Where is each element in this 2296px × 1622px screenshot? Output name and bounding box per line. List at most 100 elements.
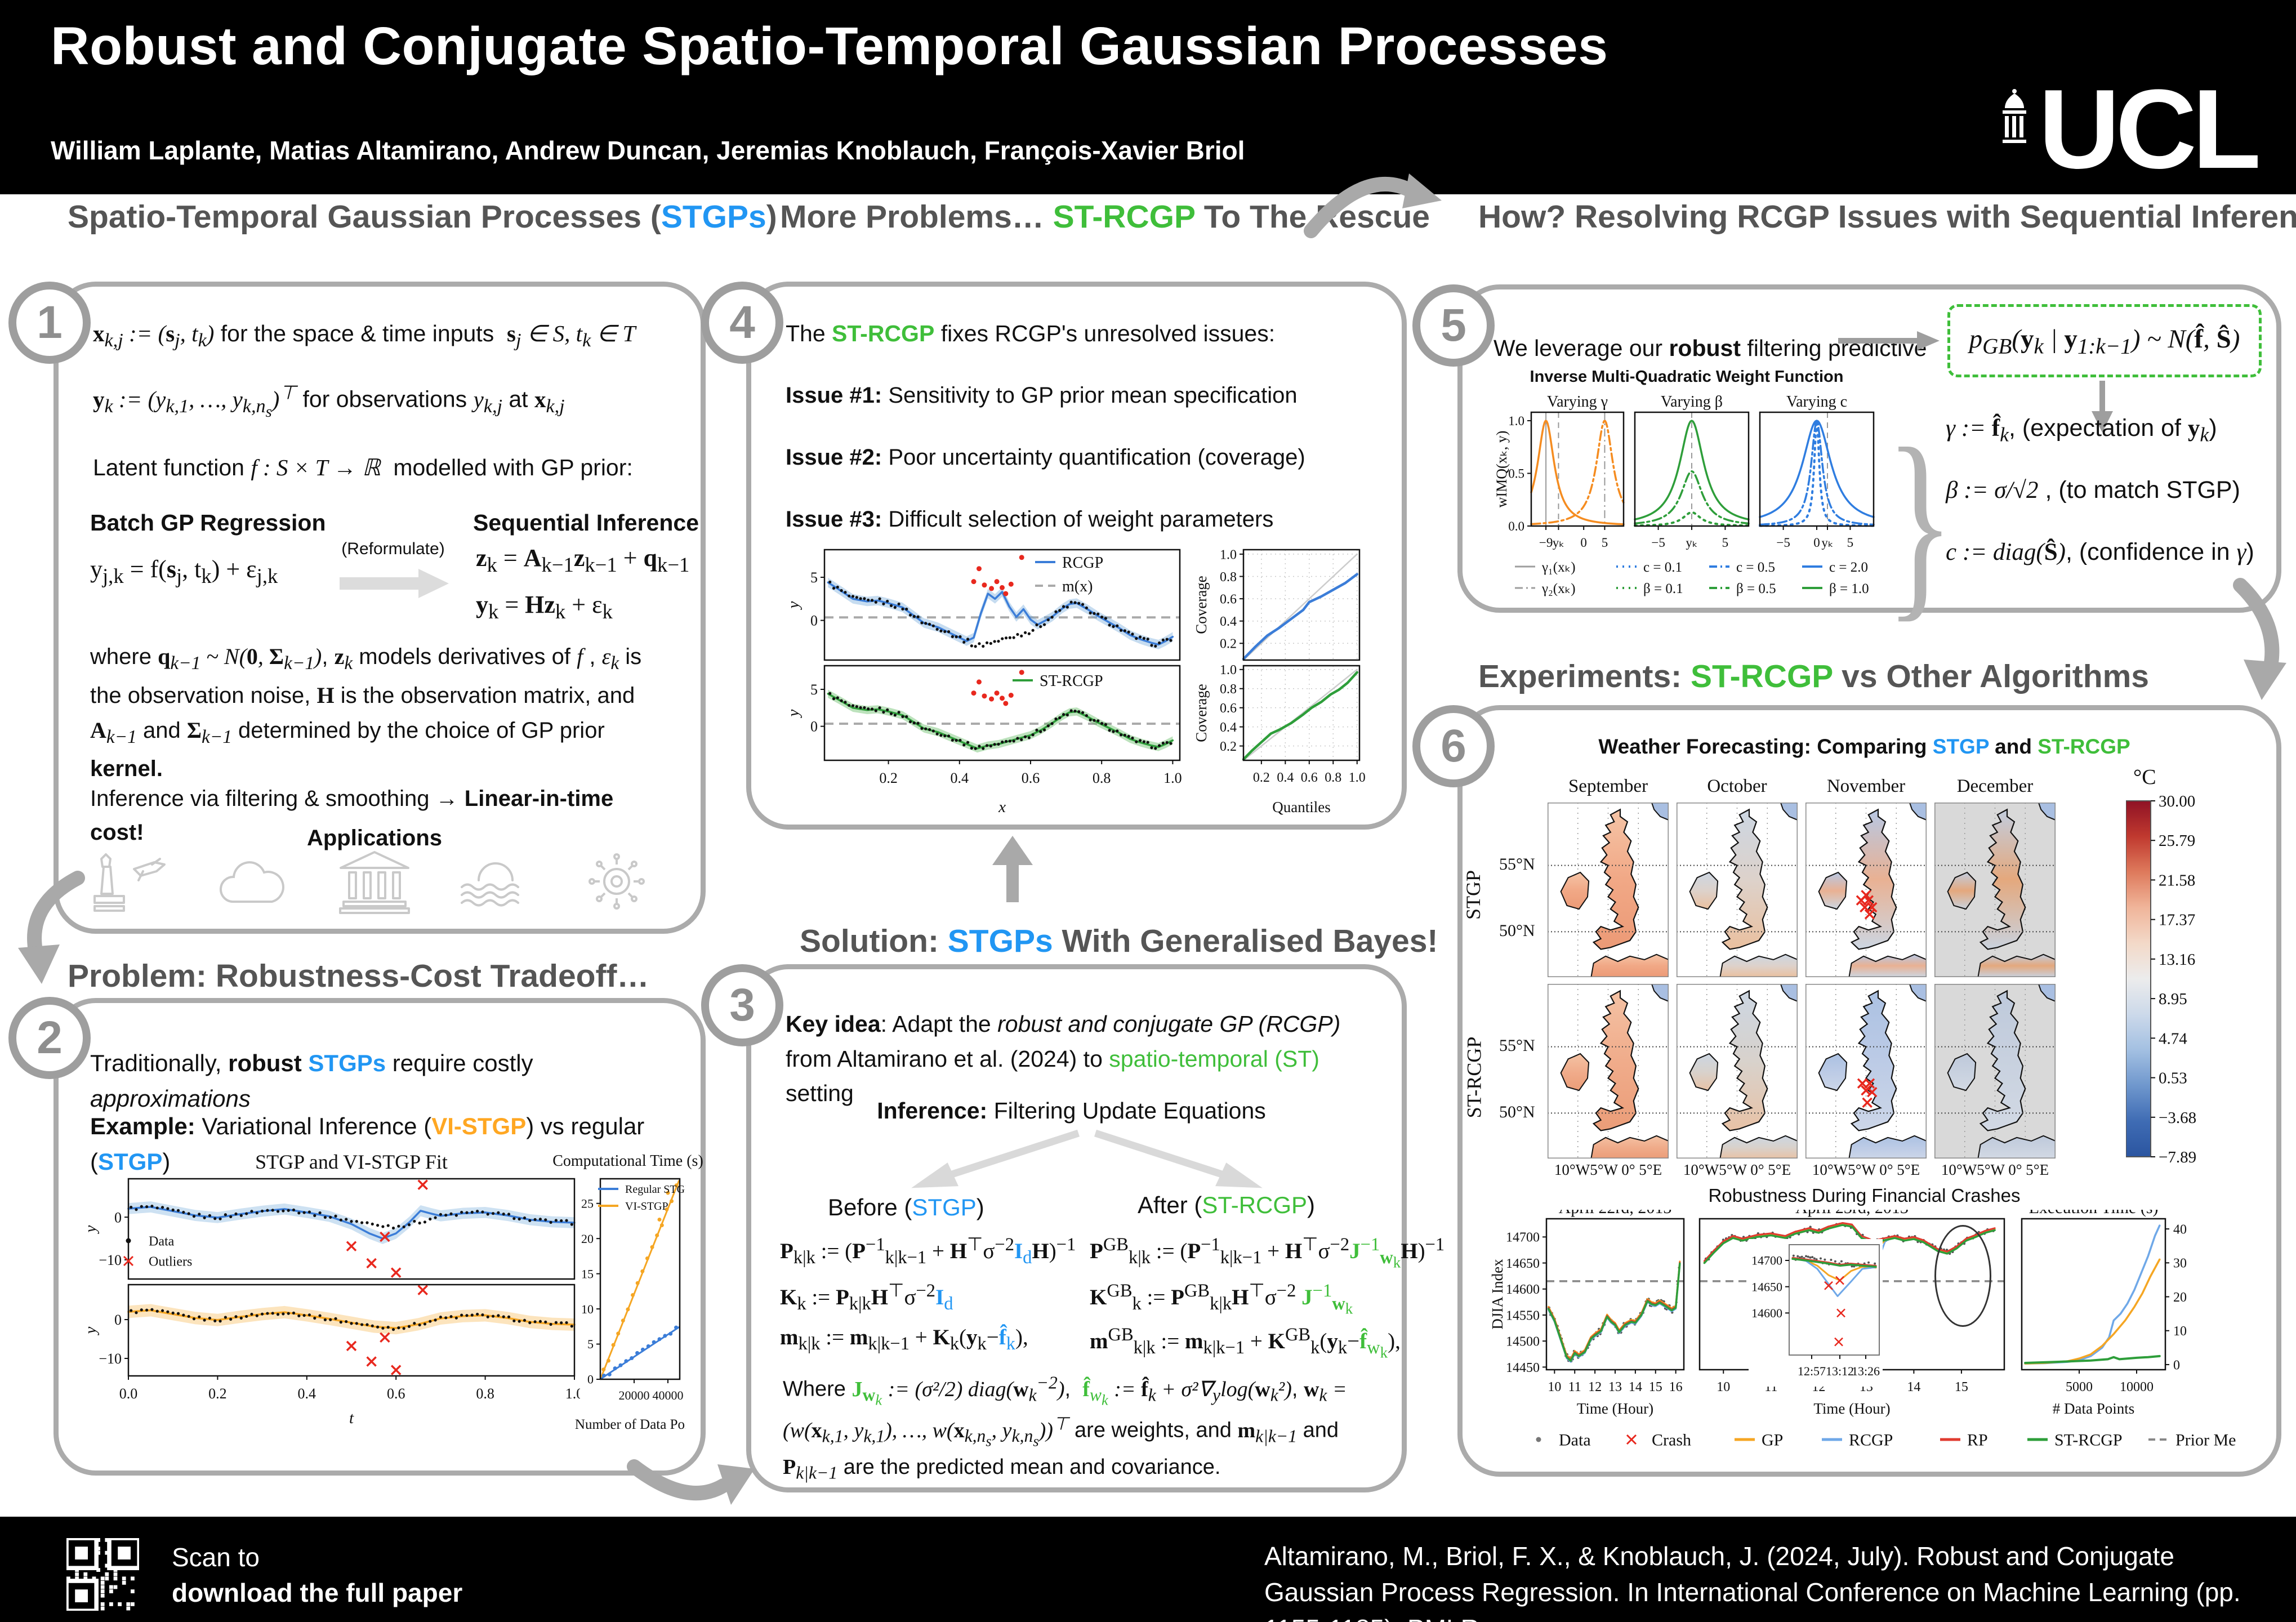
svg-text:0: 0 xyxy=(1580,536,1587,550)
lon-labels-1: 10°W5°W 0° 5°E xyxy=(1554,1161,1662,1178)
month-october: October xyxy=(1707,776,1767,796)
svg-text:14: 14 xyxy=(1629,1380,1642,1394)
header: Robust and Conjugate Spatio-Temporal Gau… xyxy=(0,0,2296,194)
svg-text:β = 1.0: β = 1.0 xyxy=(1829,581,1869,596)
svg-text:Varying β: Varying β xyxy=(1661,393,1723,411)
svg-text:12: 12 xyxy=(1588,1380,1602,1394)
lat-50-row2: 50°N xyxy=(1499,1103,1535,1121)
svg-text:8.95: 8.95 xyxy=(2159,990,2187,1008)
qr-code xyxy=(66,1538,140,1611)
svg-text:April 22rd, 2013: April 22rd, 2013 xyxy=(1559,1210,1672,1217)
svg-text:0.2: 0.2 xyxy=(879,770,898,786)
svg-text:11: 11 xyxy=(1568,1380,1581,1394)
svg-text:10000: 10000 xyxy=(2120,1380,2154,1394)
svg-text:0.8: 0.8 xyxy=(1325,770,1341,785)
svg-text:RCGP: RCGP xyxy=(1062,554,1103,572)
svg-text:0.0: 0.0 xyxy=(119,1385,138,1402)
svg-text:c = 0.5: c = 0.5 xyxy=(1736,560,1775,575)
arrow-panel1-to-panel2-icon xyxy=(18,871,85,984)
panel-3 xyxy=(746,964,1407,1492)
svg-text:15: 15 xyxy=(581,1267,594,1281)
p4-rcgp-fit-chart: 50yRCGPm(x) xyxy=(787,545,1184,662)
svg-text:0.6: 0.6 xyxy=(1301,770,1318,785)
lat-55-row2: 55°N xyxy=(1499,1036,1535,1055)
svg-text:1.0: 1.0 xyxy=(1163,770,1182,786)
arrow-panel4-to-panel5-icon xyxy=(1304,173,1442,238)
svg-text:1.0: 1.0 xyxy=(1508,414,1524,428)
svg-text:−5: −5 xyxy=(1651,536,1665,550)
svg-text:14650: 14650 xyxy=(1751,1280,1782,1294)
svg-text:Time (Hour): Time (Hour) xyxy=(1577,1400,1653,1417)
svg-text:0.2: 0.2 xyxy=(1220,739,1237,754)
brace-icon: } xyxy=(1885,405,1955,639)
svg-text:14450: 14450 xyxy=(1506,1361,1540,1375)
p1-applications-heading: Applications xyxy=(306,826,443,850)
svg-text:5: 5 xyxy=(1722,536,1729,550)
p5-predictive-box: pGB(yk | y1:k−1) ~ N(f̂, Ŝ) xyxy=(1947,304,2262,377)
p1-inference-line: Inference via filtering & smoothing → Li… xyxy=(90,786,614,845)
svg-text:1.0: 1.0 xyxy=(1220,547,1237,562)
virus-icon xyxy=(589,853,645,910)
footer-scan-line1: Scan to xyxy=(172,1543,260,1572)
svg-text:40000: 40000 xyxy=(653,1388,684,1402)
p6-execution-time-chart: 500010000010203040Execution Time (s)# Da… xyxy=(2015,1210,2209,1418)
section6-title: Experiments: ST-RCGP vs Other Algorithms xyxy=(1478,658,2149,694)
svg-text:40: 40 xyxy=(2173,1222,2187,1237)
svg-text:Time (Hour): Time (Hour) xyxy=(1813,1400,1890,1417)
p2-stgp-fit-chart: 0−10yDataOutliers xyxy=(84,1174,580,1281)
svg-text:0.8: 0.8 xyxy=(1220,570,1237,585)
svg-text:t: t xyxy=(349,1409,354,1427)
svg-text:0.8: 0.8 xyxy=(1093,770,1111,786)
footer-scan-line2: download the full paper xyxy=(172,1578,463,1607)
svg-text:m(x): m(x) xyxy=(1062,578,1093,595)
svg-text:30.00: 30.00 xyxy=(2159,795,2195,810)
p1-application-icons xyxy=(84,848,665,915)
svg-text:c = 0.1: c = 0.1 xyxy=(1643,560,1682,575)
svg-text:20000: 20000 xyxy=(619,1388,650,1402)
svg-text:0.4: 0.4 xyxy=(1277,770,1294,785)
svg-text:0.8: 0.8 xyxy=(476,1385,494,1402)
airport-icon xyxy=(93,853,166,912)
svg-text:Number of Data Points: Number of Data Points xyxy=(575,1417,685,1432)
p4-issue2: Issue #2: Poor uncertainty quantificatio… xyxy=(786,445,1305,470)
svg-text:Execution Time (s): Execution Time (s) xyxy=(2029,1210,2159,1217)
cloud-icon xyxy=(220,861,284,903)
svg-text:20: 20 xyxy=(2173,1290,2187,1305)
svg-text:0.8: 0.8 xyxy=(1220,682,1237,697)
arrow-panel2-to-panel3-icon xyxy=(627,1459,755,1505)
svg-text:13: 13 xyxy=(1608,1380,1622,1394)
svg-text:Data: Data xyxy=(149,1234,175,1249)
svg-text:0: 0 xyxy=(114,1312,122,1328)
section3-title: Solution: STGPs With Generalised Bayes! xyxy=(800,923,1438,959)
badge-1: 1 xyxy=(8,282,91,364)
svg-text:14600: 14600 xyxy=(1506,1282,1540,1297)
svg-text:4.74: 4.74 xyxy=(2159,1030,2187,1048)
svg-text:Coverage: Coverage xyxy=(1195,684,1210,742)
badge-4: 4 xyxy=(701,282,783,364)
svg-text:−10: −10 xyxy=(99,1252,122,1268)
svg-text:0: 0 xyxy=(587,1373,594,1387)
svg-text:25.79: 25.79 xyxy=(2159,832,2195,850)
svg-text:−10: −10 xyxy=(99,1351,122,1367)
lat-50-row1: 50°N xyxy=(1499,921,1535,940)
p2-line2: Example: Variational Inference (VI-STGP)… xyxy=(90,1113,645,1175)
section5-title: How? Resolving RCGP Issues with Sequenti… xyxy=(1478,199,2296,235)
ucl-logo: UCL xyxy=(1990,73,2261,186)
svg-text:Quantiles: Quantiles xyxy=(1272,799,1330,816)
p4-strcgp-fit-chart: 0.20.40.60.81.050xyST-RCGP xyxy=(787,663,1184,817)
svg-text:γ₂(xₖ): γ₂(xₖ) xyxy=(1541,581,1576,596)
month-december: December xyxy=(1956,776,2034,796)
svg-text:Data: Data xyxy=(1559,1431,1591,1450)
p2-time-chart-title: Computational Time (s) xyxy=(552,1152,703,1170)
p3-eq-after-3: mGBk|k := mk|k−1 + KGBk(yk−f̂wk), xyxy=(1090,1325,1401,1361)
svg-text:0.2: 0.2 xyxy=(1253,770,1270,785)
p3-eq-before-2: Kk := Pk|kH⊤σ−2Id xyxy=(780,1281,953,1314)
svg-text:0.6: 0.6 xyxy=(387,1385,405,1402)
svg-text:14600: 14600 xyxy=(1751,1306,1782,1320)
reformulate-arrow-icon xyxy=(340,569,449,598)
